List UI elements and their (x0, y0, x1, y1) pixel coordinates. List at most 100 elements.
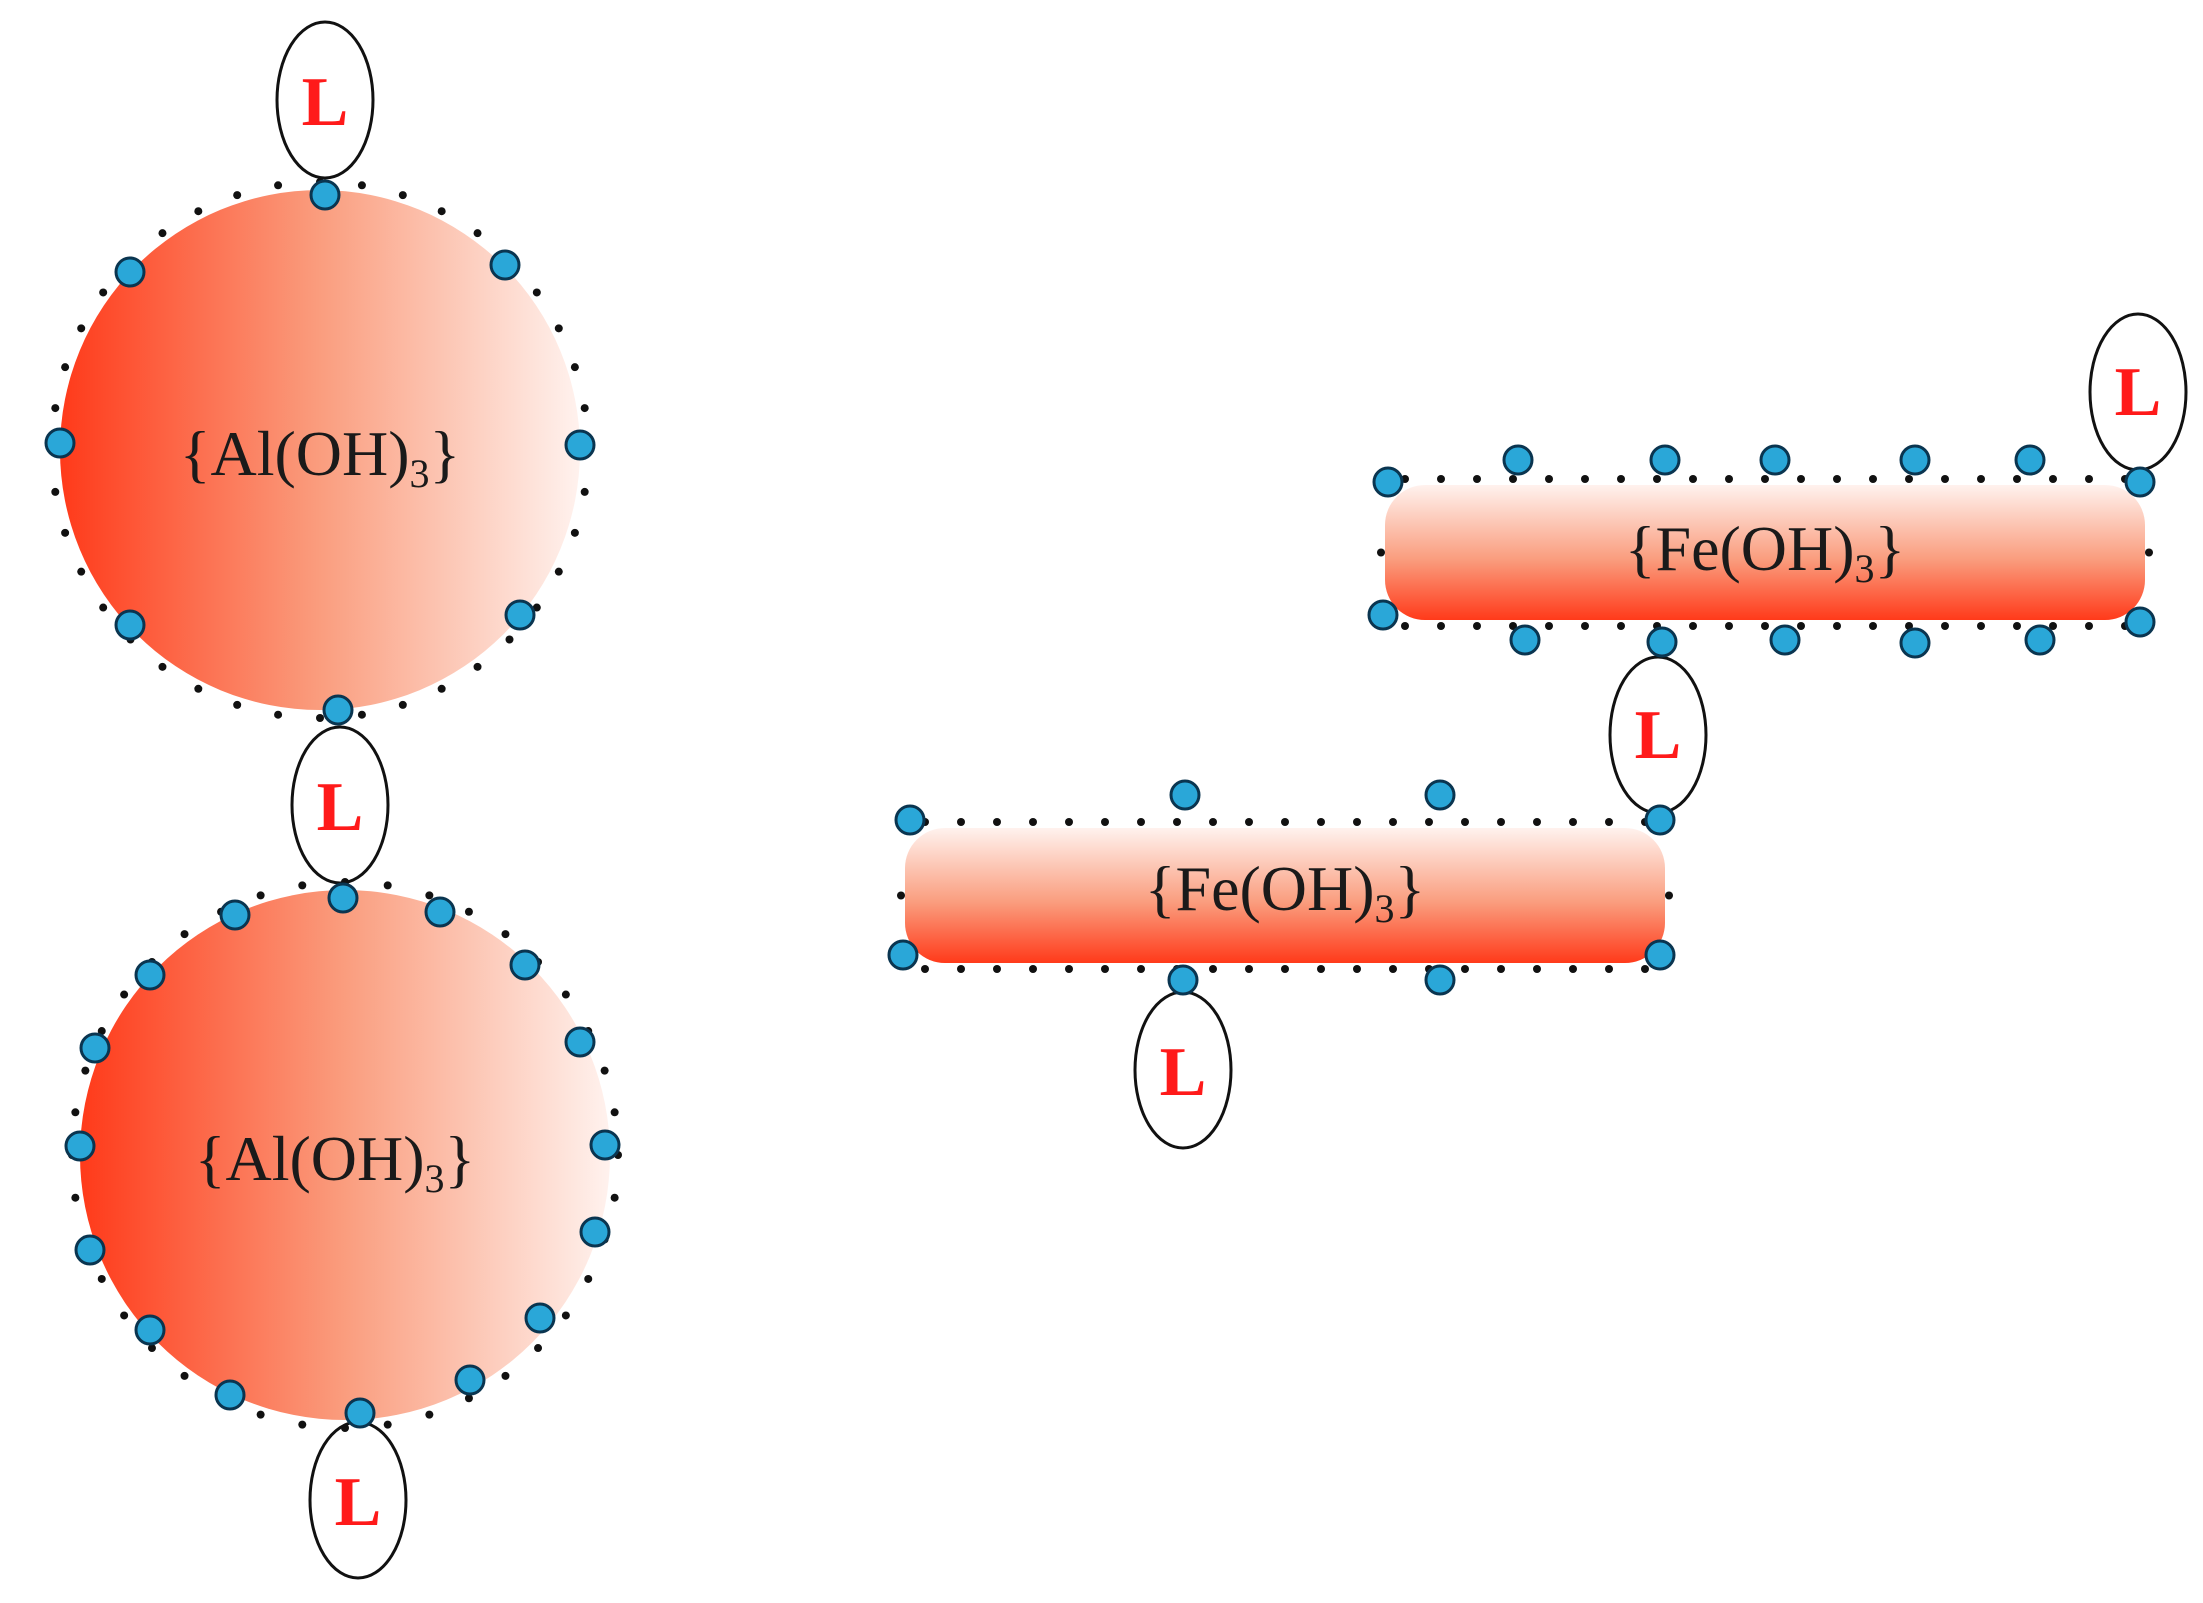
surface-dot (437, 207, 446, 216)
surface-site (1424, 964, 1456, 996)
surface-dot (464, 1394, 473, 1403)
fe-particle-lower: {Fe(OH)3} (897, 818, 1673, 973)
surface-dot (298, 881, 307, 890)
ligand-al-top: L (275, 20, 375, 180)
surface-dot (1725, 475, 1733, 483)
surface-dot (1065, 965, 1073, 973)
surface-dot (1941, 622, 1949, 630)
surface-dot (1137, 818, 1145, 826)
surface-dot (554, 324, 563, 333)
surface-dot (383, 881, 392, 890)
surface-dot (1245, 965, 1253, 973)
surface-site (2024, 624, 2056, 656)
surface-dot (233, 191, 242, 200)
surface-dot (1317, 818, 1325, 826)
surface-dot (233, 700, 242, 709)
surface-dot (1101, 818, 1109, 826)
surface-dot (561, 1311, 570, 1320)
al-particle-bottom: {Al(OH)3} (68, 878, 622, 1432)
surface-site (1769, 624, 1801, 656)
surface-dot (1605, 965, 1613, 973)
surface-dot (610, 1108, 619, 1117)
surface-dot (1389, 818, 1397, 826)
surface-dot (1833, 475, 1841, 483)
surface-site (114, 256, 146, 288)
surface-dot (158, 229, 167, 238)
surface-site (489, 249, 521, 281)
surface-dot (1605, 818, 1613, 826)
surface-dot (99, 288, 108, 297)
surface-dot (473, 662, 482, 671)
surface-dot (383, 1420, 392, 1429)
surface-site (1424, 779, 1456, 811)
ligand-al-bottom: L (308, 1420, 408, 1580)
surface-dot (1437, 622, 1445, 630)
surface-dot (532, 288, 541, 297)
surface-dot (147, 1344, 156, 1353)
surface-dot (2085, 475, 2093, 483)
surface-site (887, 939, 919, 971)
surface-site (1759, 444, 1791, 476)
surface-dot (2085, 622, 2093, 630)
surface-dot (1977, 475, 1985, 483)
surface-dot (1353, 965, 1361, 973)
surface-dot (1545, 475, 1553, 483)
al-sphere-bottom-body (80, 890, 610, 1420)
surface-dot (97, 1274, 106, 1283)
surface-dot (1461, 965, 1469, 973)
al-sphere-top-body (60, 190, 580, 710)
surface-dot (77, 567, 86, 576)
surface-dot (1065, 818, 1073, 826)
surface-dot (1401, 622, 1409, 630)
surface-dot (256, 891, 265, 900)
surface-site (1509, 624, 1541, 656)
surface-dot (1497, 818, 1505, 826)
surface-dot (1497, 965, 1505, 973)
ligand-al-bridge: L (290, 725, 390, 885)
fe-rod-upper-dots (1377, 475, 2153, 630)
surface-dot (398, 191, 407, 200)
surface-dot (1209, 965, 1217, 973)
surface-dot (97, 1027, 106, 1036)
surface-sites (44, 179, 2156, 1429)
surface-dot (1665, 891, 1673, 900)
surface-dot (993, 965, 1001, 973)
surface-dot (1869, 475, 1877, 483)
ligand-label: L (302, 64, 349, 141)
surface-dot (1473, 622, 1481, 630)
surface-dot (1569, 818, 1577, 826)
surface-dot (194, 684, 203, 693)
surface-dot (1797, 622, 1805, 630)
surface-dot (2013, 475, 2021, 483)
surface-dot (425, 891, 434, 900)
surface-dot (1509, 622, 1517, 630)
surface-dot (1977, 622, 1985, 630)
surface-dot (1905, 475, 1913, 483)
surface-dot (1281, 965, 1289, 973)
surface-dot (464, 907, 473, 916)
ligand-fe-right: L (2088, 312, 2188, 472)
surface-dot (473, 229, 482, 238)
surface-dot (1869, 622, 1877, 630)
surface-dot (957, 965, 965, 973)
surface-site (1167, 964, 1199, 996)
surface-dot (316, 714, 324, 722)
surface-dot (1473, 475, 1481, 483)
surface-site (1644, 939, 1676, 971)
surface-dot (437, 684, 446, 693)
surface-site (564, 429, 596, 461)
surface-dot (425, 1410, 434, 1419)
surface-dot (584, 1274, 593, 1283)
surface-dot (1509, 475, 1517, 483)
surface-site (1502, 444, 1534, 476)
surface-dot (993, 818, 1001, 826)
surface-dot (1029, 818, 1037, 826)
surface-dot (81, 1066, 90, 1075)
surface-dot (61, 528, 70, 537)
surface-dot (1353, 818, 1361, 826)
surface-dot (1173, 818, 1181, 826)
surface-dot (61, 363, 70, 372)
surface-dot (1461, 818, 1469, 826)
surface-site (2124, 606, 2156, 638)
